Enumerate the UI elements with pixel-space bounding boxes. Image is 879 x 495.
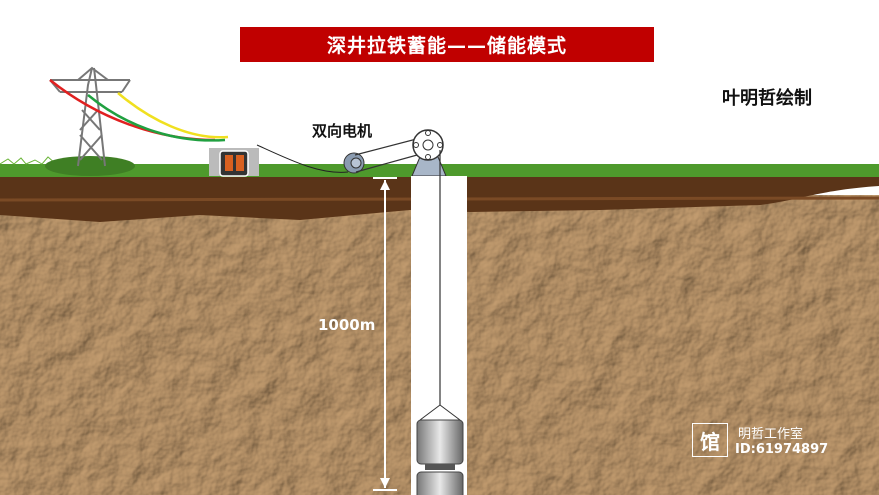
depth-label: 1000m <box>318 316 376 334</box>
power-pylon-icon <box>49 66 131 167</box>
transformer-icon <box>209 148 259 177</box>
watermark-logo: 馆 <box>692 423 728 457</box>
iron-weight <box>416 404 464 495</box>
hoist-winch-icon <box>411 129 447 177</box>
watermark-id: ID:61974897 <box>735 442 829 457</box>
motor-label: 双向电机 <box>312 122 373 140</box>
depth-arrow <box>373 177 397 491</box>
page-title: 深井拉铁蓄能——储能模式 <box>240 27 654 62</box>
author-credit: 叶明哲绘制 <box>722 88 812 109</box>
watermark-studio: 明哲工作室 <box>738 427 804 442</box>
